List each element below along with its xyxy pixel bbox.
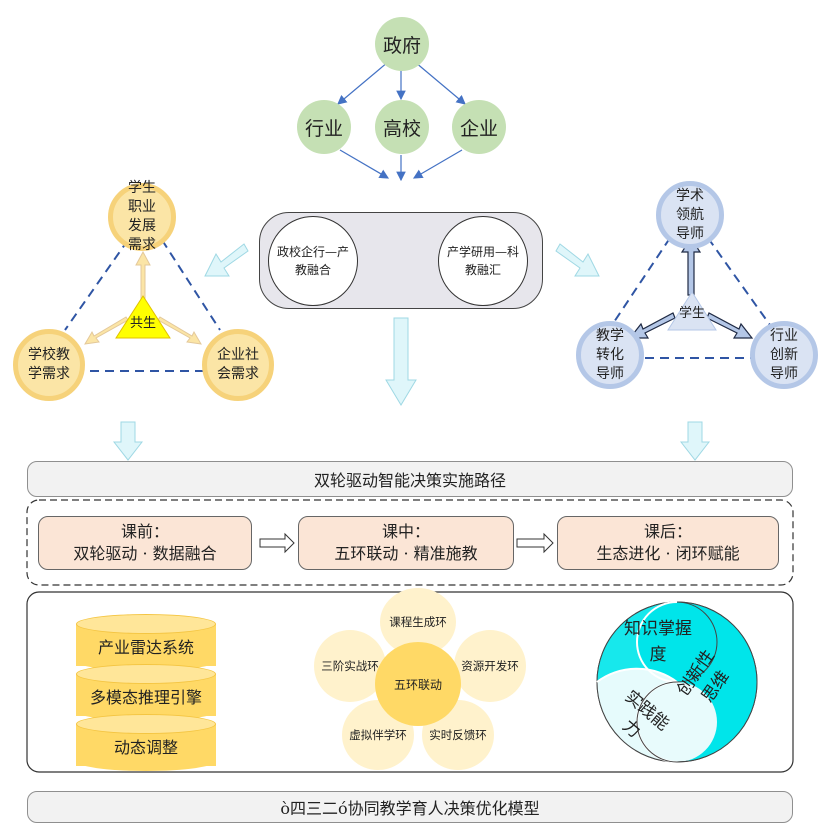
government-label: 政府	[382, 34, 421, 57]
stack-layer: 多模态推理引擎	[76, 664, 216, 721]
core-left-node: 政校企行—产教融合	[268, 216, 358, 306]
yin-yang-diagram	[596, 601, 758, 763]
phase-after-class: 课后： 生态进化 · 闭环赋能	[557, 516, 779, 570]
phase-in-class: 课中： 五环联动 · 精准施教	[298, 516, 514, 570]
stack-layer: 产业雷达系统	[76, 614, 216, 671]
industry-node: 行业	[297, 100, 351, 154]
student-career-needs-node: 学生职业发展需求	[108, 180, 176, 253]
petal-three-stage-practice: 三阶实战环	[314, 630, 386, 702]
core-right-node: 产学研用—科教融汇	[438, 216, 528, 306]
knowledge-mastery-label: 知识掌握度	[624, 619, 692, 665]
industry-mentor-node: 行业创新导师	[750, 321, 818, 389]
stack-layer: 动态调整	[76, 714, 216, 771]
petal-resource-development: 资源开发环	[454, 630, 526, 702]
stack-layer-label: 动态调整	[113, 738, 178, 757]
flower-center: 五环联动	[375, 642, 461, 726]
stack-layer-label: 产业雷达系统	[97, 638, 194, 657]
student-triangle	[667, 291, 717, 331]
university-label: 高校	[382, 117, 421, 140]
symbiosis-triangle	[115, 295, 171, 339]
school-teaching-needs-node: 学校教学需求	[13, 329, 85, 401]
path-title-bar: 双轮驱动智能决策实施路径	[27, 461, 793, 497]
enterprise-social-needs-node: 企业社会需求	[202, 329, 274, 401]
student-label: 学生	[678, 306, 705, 321]
teaching-mentor-node: 教学转化导师	[576, 321, 644, 389]
footer-title: ò四三二ó协同教学育人决策优化模型	[280, 799, 540, 818]
enterprise-label: 企业	[459, 117, 498, 140]
government-node: 政府	[375, 17, 429, 71]
industry-label: 行业	[304, 117, 343, 140]
enterprise-node: 企业	[452, 100, 506, 154]
phase-before-class: 课前： 双轮驱动 · 数据融合	[38, 516, 252, 570]
academic-mentor-node: 学术领航导师	[656, 181, 724, 249]
path-title: 双轮驱动智能决策实施路径	[313, 471, 506, 490]
symbiosis-label: 共生	[129, 316, 156, 331]
footer-title-bar: ò四三二ó协同教学育人决策优化模型	[27, 791, 793, 823]
university-node: 高校	[375, 100, 429, 154]
stack-layer-label: 多模态推理引擎	[89, 688, 202, 707]
system-stack: 产业雷达系统 多模态推理引擎 动态调整	[76, 614, 216, 774]
